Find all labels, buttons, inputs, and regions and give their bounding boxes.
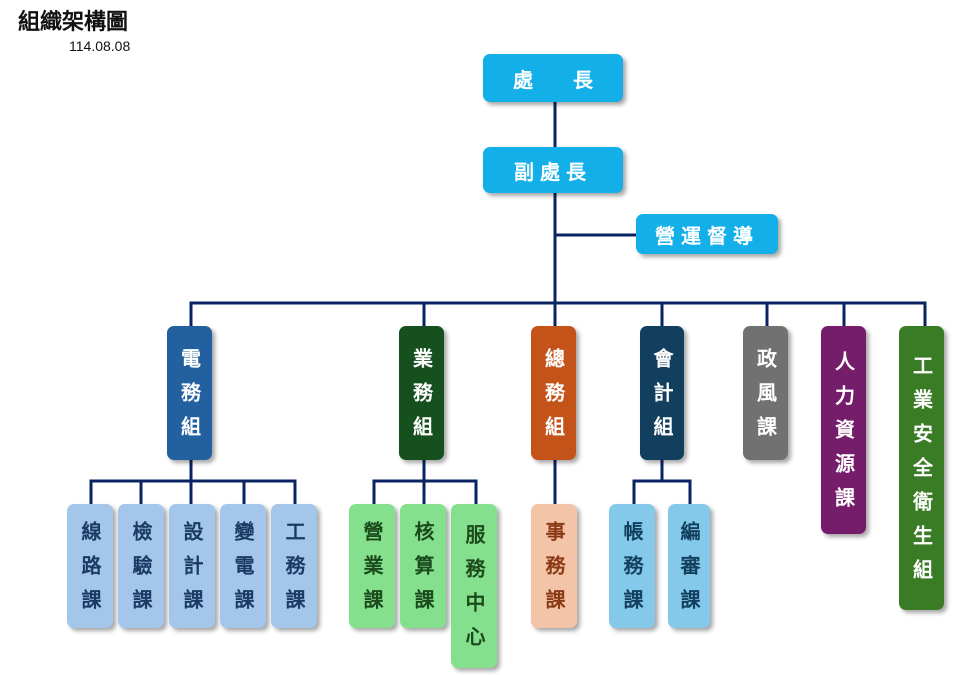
section-billing-label: 核算課 [411, 521, 435, 623]
division-human-resources[interactable]: 人力資源課 [821, 326, 866, 534]
director-label: 處 長 [513, 67, 593, 92]
section-design[interactable]: 設計課 [169, 504, 215, 628]
section-affairs[interactable]: 事務課 [531, 504, 577, 628]
section-service-center[interactable]: 服務中心 [451, 504, 497, 668]
division-electric[interactable]: 電務組 [167, 326, 212, 460]
division-business[interactable]: 業務組 [399, 326, 444, 460]
section-substation-label: 變電課 [231, 521, 255, 623]
operations-supervision-label: 營運督導 [655, 223, 759, 248]
division-electric-label: 電務組 [177, 348, 202, 450]
section-works[interactable]: 工務課 [271, 504, 317, 628]
deputy-director-label: 副處長 [514, 159, 592, 184]
division-industrial-safety[interactable]: 工業安全衛生組 [899, 326, 944, 610]
section-affairs-label: 事務課 [542, 521, 566, 623]
section-billing[interactable]: 核算課 [400, 504, 446, 628]
section-lines[interactable]: 線路課 [67, 504, 113, 628]
division-ethics-label: 政風課 [753, 348, 778, 450]
page-title: 組織架構圖 [18, 10, 129, 35]
section-inspection[interactable]: 檢驗課 [118, 504, 164, 628]
section-service-center-label: 服務中心 [462, 524, 486, 660]
section-inspection-label: 檢驗課 [129, 521, 153, 623]
section-works-label: 工務課 [282, 521, 306, 623]
operations-supervision-box[interactable]: 營運督導 [636, 214, 778, 254]
division-general-affairs-label: 總務組 [541, 348, 566, 450]
division-accounting-label: 會計組 [650, 348, 674, 450]
line-division-bus [189, 301, 927, 326]
division-industrial-safety-label: 工業安全衛生組 [909, 355, 934, 593]
section-sales[interactable]: 營業課 [349, 504, 395, 628]
line-electric-bus [89, 479, 297, 504]
deputy-director-box[interactable]: 副處長 [483, 147, 623, 193]
division-ethics[interactable]: 政風課 [743, 326, 788, 460]
section-audit-label: 編審課 [677, 521, 701, 623]
section-substation[interactable]: 變電課 [220, 504, 266, 628]
line-accounting-bus [632, 479, 692, 504]
section-design-label: 設計課 [180, 521, 204, 623]
section-accounts[interactable]: 帳務課 [609, 504, 655, 628]
division-accounting[interactable]: 會計組 [640, 326, 684, 460]
section-accounts-label: 帳務課 [620, 521, 644, 623]
division-business-label: 業務組 [409, 348, 434, 450]
section-sales-label: 營業課 [360, 521, 384, 623]
division-human-resources-label: 人力資源課 [831, 351, 856, 521]
division-general-affairs[interactable]: 總務組 [531, 326, 576, 460]
date-label: 114.08.08 [69, 38, 131, 54]
director-box[interactable]: 處 長 [483, 54, 623, 102]
section-audit[interactable]: 編審課 [668, 504, 710, 628]
section-lines-label: 線路課 [78, 521, 102, 623]
